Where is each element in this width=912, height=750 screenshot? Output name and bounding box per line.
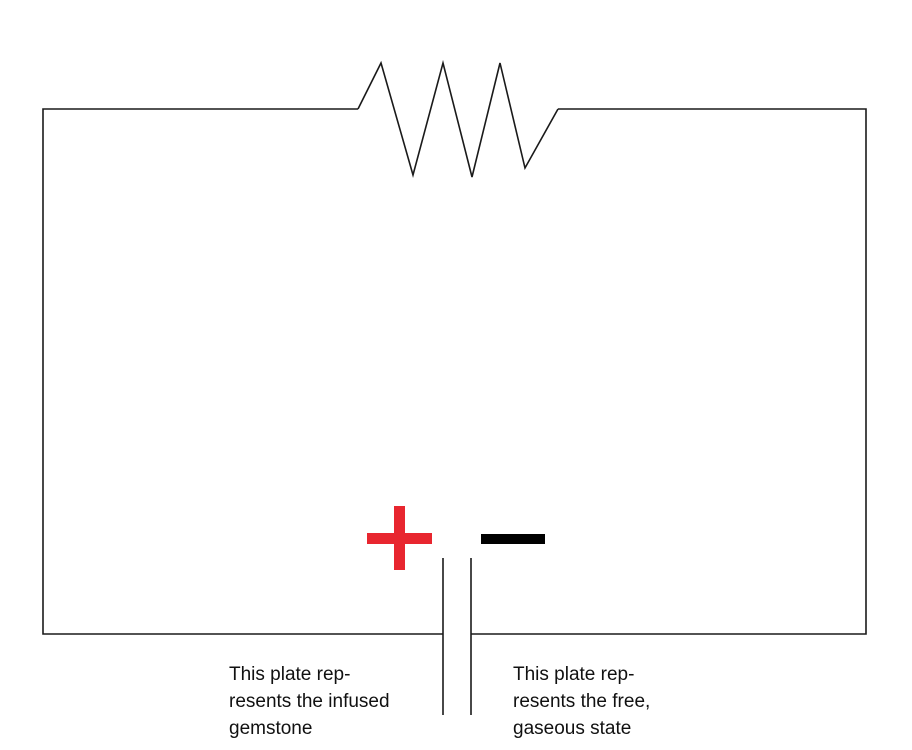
wire-left [42, 108, 443, 635]
wire-right [471, 108, 867, 635]
right-plate-label: This plate rep- resents the free, gaseou… [513, 661, 713, 742]
left-plate-label: This plate rep- resents the infused gems… [229, 661, 429, 742]
negative-sign-icon [481, 534, 545, 544]
positive-sign-icon [367, 506, 432, 570]
positive-sign-vertical [394, 506, 405, 570]
right-plate-label-line-2: resents the free, [513, 691, 651, 712]
left-plate-label-line-3: gemstone [229, 718, 313, 739]
right-plate-label-line-1: This plate rep- [513, 664, 635, 685]
left-plate-label-line-1: This plate rep- [229, 664, 351, 685]
right-plate-label-line-3: gaseous state [513, 718, 632, 739]
resistor [357, 59, 559, 178]
left-plate-label-line-2: resents the infused [229, 691, 390, 712]
